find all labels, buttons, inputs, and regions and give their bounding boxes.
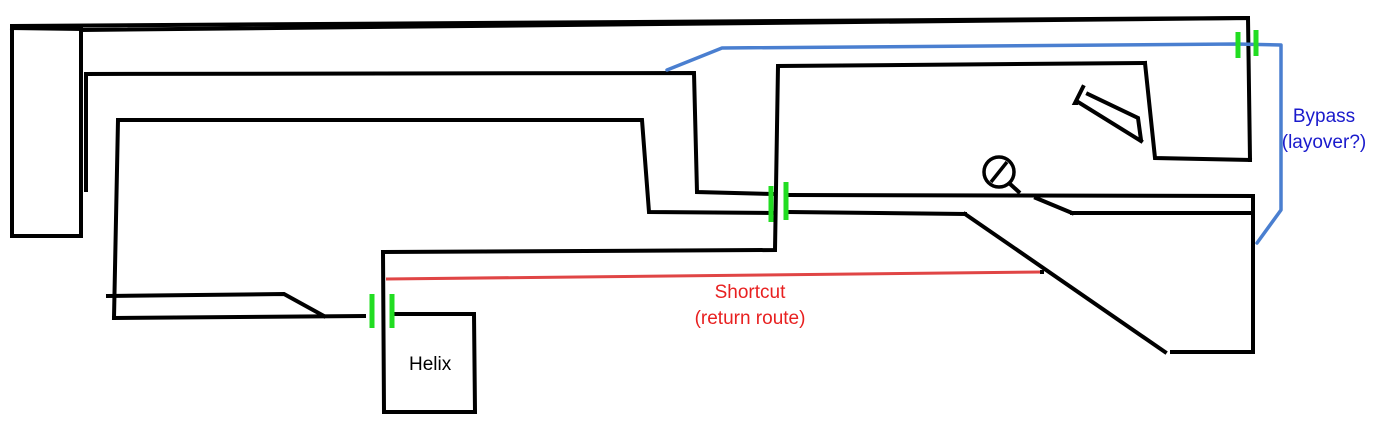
bypass-label-line2: (layover?) — [1282, 132, 1366, 153]
central-connector-track — [380, 60, 1148, 255]
yard-main-line — [786, 192, 1256, 199]
outer-loop-left-return — [10, 26, 83, 238]
outer-loop-top-left — [9, 25, 84, 32]
outer-loop-top — [9, 15, 1251, 29]
left-siding-track — [105, 291, 327, 319]
yard-second-line — [786, 209, 968, 217]
middle-loop-track — [84, 70, 776, 197]
shortcut-label-line1: Shortcut — [715, 282, 786, 303]
shortcut-route-line — [385, 270, 1043, 281]
helix-track — [380, 249, 478, 414]
shortcut-label-line2: (return route) — [695, 308, 806, 329]
yard-diagonal-track — [962, 211, 1168, 355]
upper-right-siding — [1142, 60, 1253, 163]
helix-label: Helix — [409, 354, 452, 375]
inner-loop-track — [111, 118, 776, 321]
outer-loop-track — [79, 15, 1253, 238]
upper-right-spur-diagonal — [1085, 91, 1144, 143]
inner-loop-bottom — [111, 313, 367, 321]
yard-short-diagonal — [1033, 195, 1075, 216]
upper-right-spur-rail — [1075, 99, 1144, 144]
bypass-label-line1: Bypass — [1293, 106, 1355, 127]
upper-right-spur — [1071, 84, 1086, 105]
no-entry-magnifier-icon — [982, 155, 1022, 195]
